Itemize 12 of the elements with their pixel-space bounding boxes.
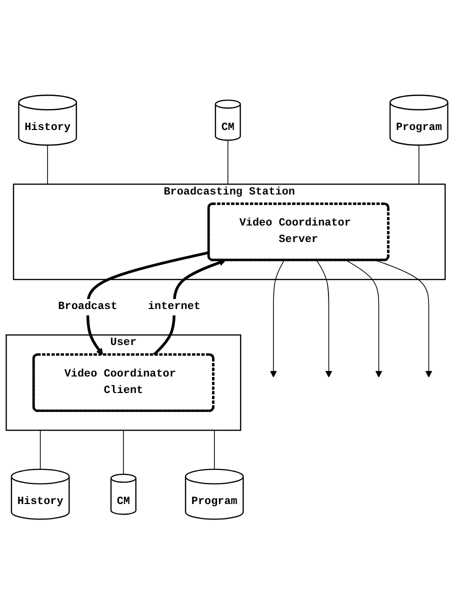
- connector: [47, 144, 48, 184]
- arrow: [316, 260, 332, 378]
- connector: [214, 430, 215, 470]
- connector: [123, 430, 124, 474]
- edge-label: internet: [148, 300, 200, 313]
- edge-label: Broadcast: [58, 300, 118, 313]
- connector: [418, 144, 420, 184]
- arrow: [270, 260, 284, 378]
- arrow: [86, 250, 210, 355]
- arrow: [346, 260, 382, 378]
- arrow: [375, 260, 432, 378]
- connector: [40, 430, 41, 470]
